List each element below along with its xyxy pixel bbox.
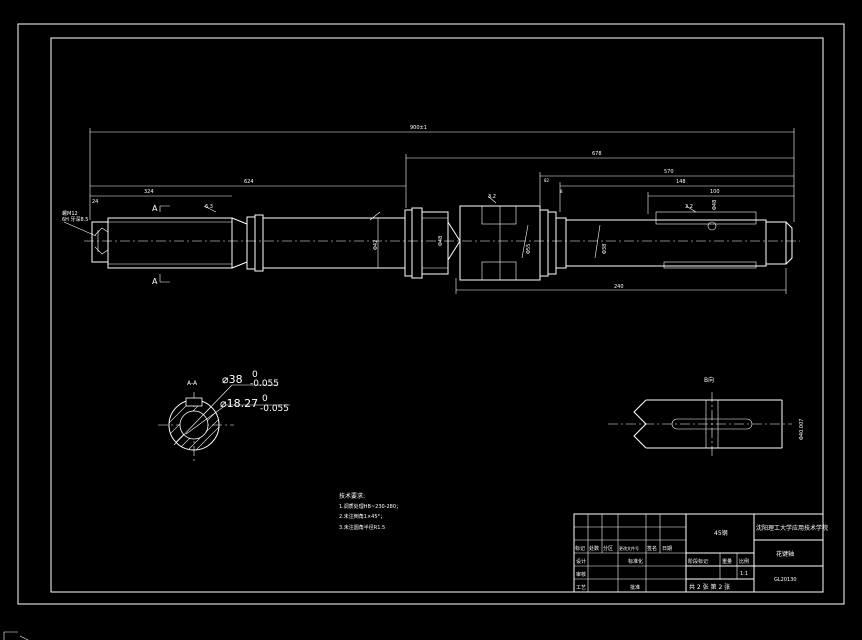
tb-part-name: 花键轴 xyxy=(776,550,794,558)
tb-header-count: 处数 xyxy=(589,545,599,552)
inner-frame xyxy=(50,37,824,593)
tb-stage: 阶段标记 xyxy=(688,558,708,565)
notes-item-1: 1.调质处理HB~230-280； xyxy=(339,503,401,510)
tb-header-sign: 签名 xyxy=(647,545,657,552)
dim-dia-38: Φ38 xyxy=(602,244,608,254)
tb-approve: 批准 xyxy=(630,584,640,591)
shaft-main-view xyxy=(84,205,800,281)
section-aa-view: A-A ⌀38 0 -0.055 ⌀18.27 0 -0.055 xyxy=(158,370,290,462)
section-aa-dim1-lower: -0.055 xyxy=(250,379,279,389)
section-a-markers: A A xyxy=(152,204,170,286)
ucs-icon xyxy=(3,631,29,640)
notes-item-3: 3.未注圆角半径R1.5 xyxy=(339,524,385,531)
tb-process: 工艺 xyxy=(576,585,586,591)
dim-148: 148 xyxy=(676,179,686,185)
tb-material: 45钢 xyxy=(714,529,728,537)
section-aa-title: A-A xyxy=(187,380,198,387)
notes-title: 技术要求: xyxy=(339,492,365,500)
section-aa-dim1-upper: 0 xyxy=(252,370,258,380)
dim-82: 82 xyxy=(544,178,550,183)
dim-678: 678 xyxy=(592,151,602,157)
section-aa-dim2: ⌀18.27 xyxy=(220,397,258,410)
tb-design: 设计 xyxy=(576,558,586,565)
view-b: B向 Φ40.007 xyxy=(608,376,805,456)
dim-240: 240 xyxy=(614,284,624,290)
dimension-lines xyxy=(89,128,795,294)
tb-header-mark: 标记 xyxy=(575,545,585,552)
section-aa-dim2-upper: 0 xyxy=(262,394,268,404)
tb-check: 审核 xyxy=(576,571,586,578)
tb-standard: 标准化 xyxy=(628,558,643,565)
dim-570: 570 xyxy=(664,169,674,175)
dim-100: 100 xyxy=(710,189,720,195)
dim-24: 24 xyxy=(92,199,98,205)
tb-header-date: 日期 xyxy=(662,546,672,552)
section-a-top-label: A xyxy=(152,204,158,213)
dim-dia-55: Φ55 xyxy=(526,244,532,254)
dim-dia-48: Φ48 xyxy=(438,236,444,246)
tb-header-zone: 分区 xyxy=(603,545,613,552)
notes-item-2: 2.未注倒角1×45°； xyxy=(339,513,385,520)
section-aa-dim1: ⌀38 xyxy=(222,373,243,386)
dim-324: 324 xyxy=(144,189,154,195)
title-block: 标记 处数 分区 更改文件号 签名 日期 设计 标准化 审核 工艺 批准 45钢… xyxy=(573,513,828,593)
dim-overall: 900±1 xyxy=(410,125,427,131)
roughness-6-3: 6.3 xyxy=(205,204,213,210)
section-a-bottom-label: A xyxy=(152,277,158,286)
thread-callout-line1: 螺M12 xyxy=(62,210,78,217)
dim-8: 8 xyxy=(560,189,563,194)
outer-frame xyxy=(17,23,845,605)
view-b-dim: Φ40.007 xyxy=(799,419,805,440)
dim-dia-42: Φ42 xyxy=(373,240,379,250)
roughness-3-2b: 3.2 xyxy=(488,194,496,200)
tech-notes: 技术要求: 1.调质处理HB~230-280； 2.未注倒角1×45°； 3.未… xyxy=(339,492,401,531)
tb-drawing-no: GL20130 xyxy=(774,577,797,583)
dim-dia-48b: Φ48 xyxy=(712,200,718,210)
section-aa-dim2-lower: -0.055 xyxy=(260,404,289,414)
roughness-3-2a: 3.2 xyxy=(685,204,693,210)
tb-scale: 1:1 xyxy=(740,571,748,577)
tb-scale-label: 比例 xyxy=(739,558,749,565)
tb-weight: 重量 xyxy=(722,558,732,565)
tb-school: 沈阳理工大学应用技术学院 xyxy=(756,524,828,532)
tb-header-file: 更改文件号 xyxy=(619,545,639,551)
dim-624: 624 xyxy=(244,179,254,185)
tb-sheets: 共 2 张 第 2 张 xyxy=(689,583,730,591)
view-b-title: B向 xyxy=(704,376,714,384)
thread-callout-line2: 6H 牙深8.5 xyxy=(62,216,88,223)
